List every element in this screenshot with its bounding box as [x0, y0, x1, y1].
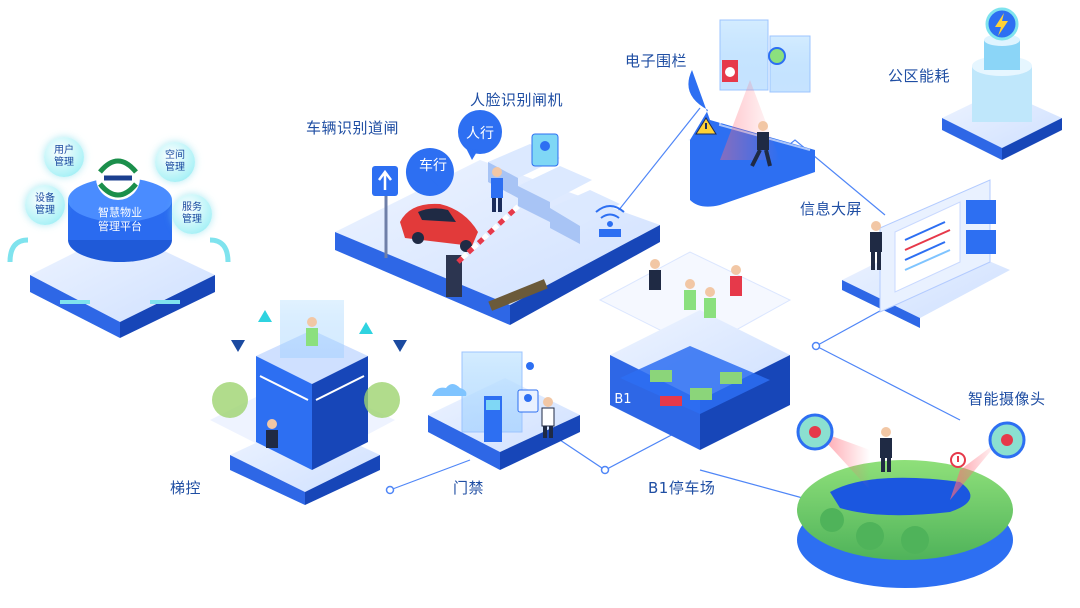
label-access: 门禁	[453, 477, 484, 498]
parking-module	[600, 252, 790, 450]
energy-module	[942, 34, 1062, 160]
label-camera: 智能摄像头	[968, 388, 1046, 409]
camera-garden-module	[797, 430, 1013, 588]
bubble-space-mgmt: 空间管理	[155, 142, 195, 182]
label-big-screen: 信息大屏	[800, 198, 862, 219]
hub-logo-icon	[96, 156, 140, 200]
bubble-label: 用户	[51, 145, 77, 157]
bubble-service-mgmt: 服务管理	[172, 194, 212, 234]
bubble-user-mgmt: 用户管理	[44, 137, 84, 177]
camera-icon	[769, 48, 785, 64]
label-parking: B1停车场	[648, 477, 715, 498]
big-screen-module	[842, 180, 1010, 328]
e-fence-platform	[688, 20, 815, 207]
bubble-label: 空间	[162, 150, 188, 162]
parking-floor-label: B1	[612, 392, 634, 407]
lightning-icon	[987, 9, 1017, 39]
label-vehicle-gate: 车辆识别道闸	[306, 117, 399, 138]
bubble-label: 管理	[179, 214, 205, 226]
label-e-fence: 电子围栏	[625, 50, 687, 71]
access-module	[428, 352, 580, 470]
presenter-icon	[870, 221, 882, 270]
bubble-label: 服务	[179, 202, 205, 214]
label-face-gate: 人脸识别闸机	[470, 89, 563, 110]
bubble-label: 管理	[162, 162, 188, 174]
hub-title-line: 智慧物业	[85, 206, 155, 220]
label-elevator: 梯控	[170, 477, 201, 498]
bubble-device-mgmt: 设备管理	[25, 185, 65, 225]
hub-title-line: 管理平台	[85, 220, 155, 234]
bubble-label: 设备	[32, 193, 58, 205]
hub-title: 智慧物业 管理平台	[85, 206, 155, 234]
car-lane-label: 车行	[416, 155, 450, 175]
label-energy: 公区能耗	[888, 65, 950, 86]
bubble-label: 管理	[51, 157, 77, 169]
alert-icon	[951, 453, 965, 467]
people-lane-label: 人行	[463, 123, 497, 143]
bubble-label: 管理	[32, 205, 58, 217]
elevator-module	[210, 300, 400, 505]
